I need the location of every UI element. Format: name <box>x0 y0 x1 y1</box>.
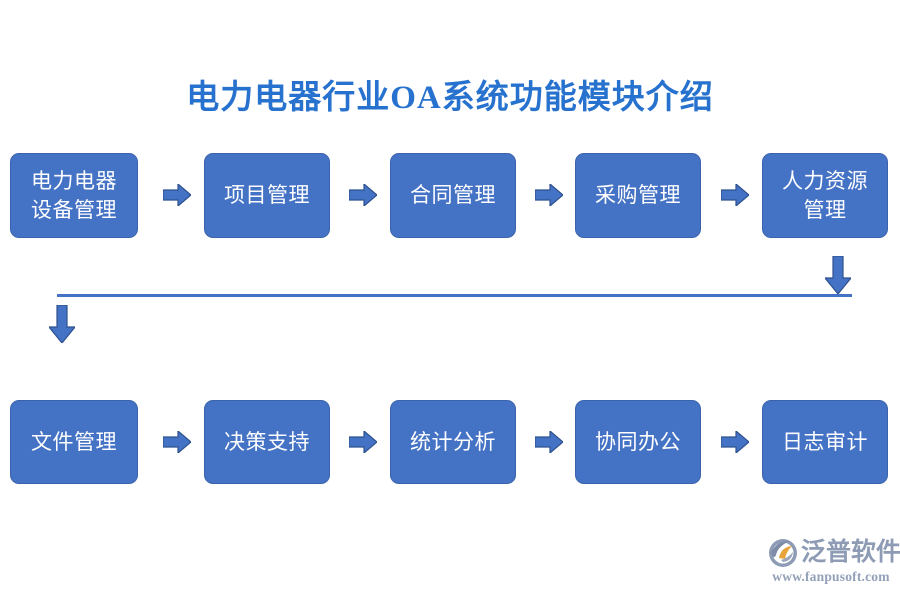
flow-box-label: 采购管理 <box>595 183 681 208</box>
arrow-right-icon-7 <box>535 431 563 453</box>
flow-box-file-management[interactable]: 文件管理 <box>10 400 138 484</box>
arrow-right-icon-3 <box>535 184 563 206</box>
flow-box-label-line1: 电力电器 <box>31 169 117 194</box>
flow-box-label: 电力电器 设备管理 <box>25 167 123 224</box>
flow-box-procurement-management[interactable]: 采购管理 <box>575 153 701 238</box>
arrow-right-icon-2 <box>349 184 377 206</box>
fanpu-logo-icon <box>768 538 798 568</box>
flow-box-label: 项目管理 <box>224 183 310 208</box>
flow-box-label: 合同管理 <box>410 183 496 208</box>
flow-box-project-management[interactable]: 项目管理 <box>204 153 330 238</box>
flow-box-label: 协同办公 <box>595 429 681 454</box>
flow-box-label: 统计分析 <box>410 429 496 454</box>
flow-box-label: 人力资源 管理 <box>776 167 874 224</box>
arrow-right-icon-5 <box>163 431 191 453</box>
flow-box-label: 文件管理 <box>31 429 117 454</box>
brand-name: 泛普软件 <box>801 539 900 566</box>
arrow-down-icon-left <box>49 305 75 343</box>
flow-box-label-line2: 管理 <box>803 197 847 222</box>
flow-box-log-audit[interactable]: 日志审计 <box>762 400 888 484</box>
flow-box-statistical-analysis[interactable]: 统计分析 <box>390 400 516 484</box>
connector-line <box>57 294 852 297</box>
arrow-right-icon-1 <box>163 184 191 206</box>
brand-logo: 泛普软件 www.fanpusoft.com <box>768 538 900 586</box>
flow-box-human-resource-management[interactable]: 人力资源 管理 <box>762 153 888 238</box>
flow-box-label-line1: 人力资源 <box>782 169 868 194</box>
flow-box-power-equipment-management[interactable]: 电力电器 设备管理 <box>10 153 138 238</box>
arrow-right-icon-8 <box>721 431 749 453</box>
flow-box-label-line2: 设备管理 <box>31 197 117 222</box>
flow-box-contract-management[interactable]: 合同管理 <box>390 153 516 238</box>
page-title: 电力电器行业OA系统功能模块介绍 <box>186 80 714 116</box>
arrow-right-icon-6 <box>349 431 377 453</box>
flow-box-decision-support[interactable]: 决策支持 <box>204 400 330 484</box>
arrow-right-icon-4 <box>721 184 749 206</box>
flow-box-collaborative-office[interactable]: 协同办公 <box>575 400 701 484</box>
flow-box-label: 决策支持 <box>224 429 310 454</box>
brand-logo-row: 泛普软件 <box>768 538 900 568</box>
flow-box-label: 日志审计 <box>782 429 868 454</box>
brand-url: www.fanpusoft.com <box>772 569 890 584</box>
arrow-down-icon-right <box>825 256 851 294</box>
